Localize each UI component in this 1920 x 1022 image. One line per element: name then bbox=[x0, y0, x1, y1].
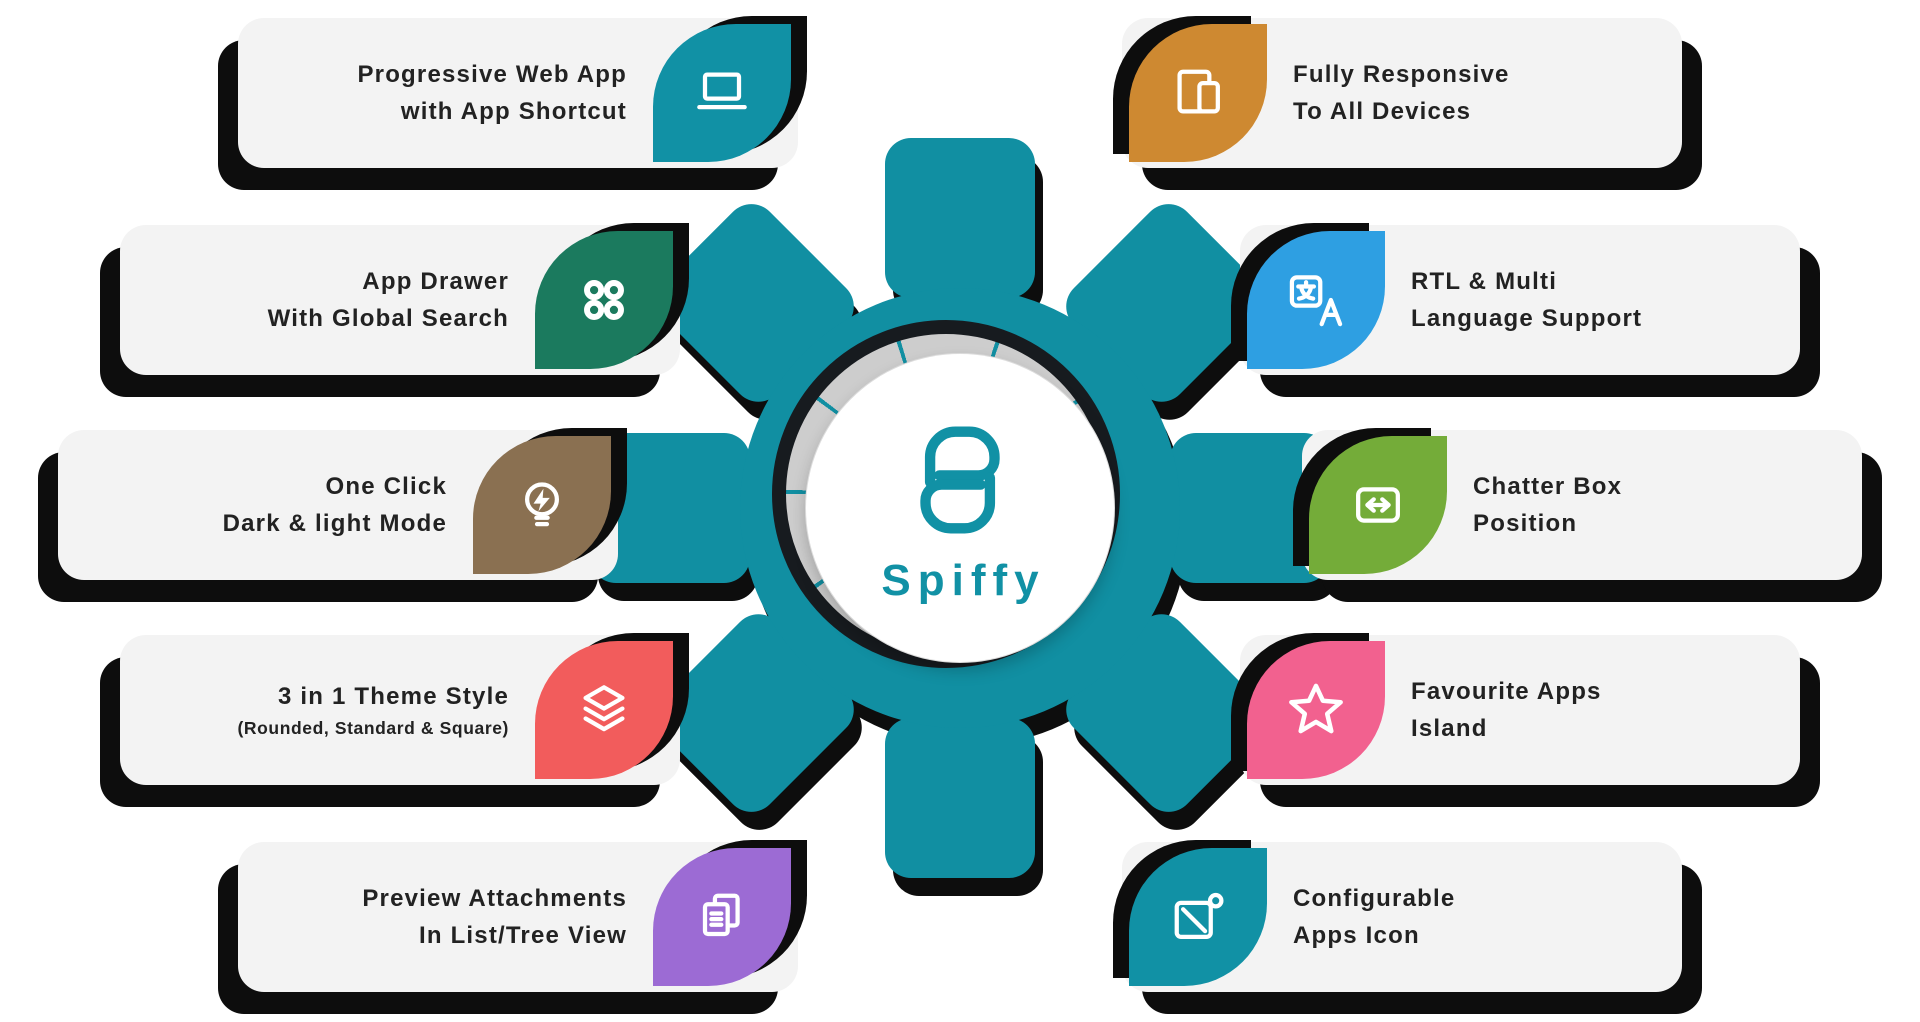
feature-line1: RTL & Multi bbox=[1411, 267, 1558, 295]
feature-card-configurable-apps-icon: Configurable Apps Icon bbox=[1122, 842, 1682, 992]
feature-line2: With Global Search bbox=[267, 305, 509, 332]
chatter-box-icon bbox=[1356, 487, 1400, 523]
leaf-badge bbox=[1129, 24, 1267, 162]
feature-card-app-drawer: App Drawer With Global Search bbox=[120, 225, 680, 375]
hub-center-circle: Spiffy bbox=[806, 354, 1114, 662]
feature-line1: Configurable bbox=[1293, 884, 1456, 912]
feature-line2: (Rounded, Standard & Square) bbox=[237, 718, 509, 739]
feature-line2: Island bbox=[1411, 715, 1488, 742]
feature-card-rtl-language: RTL & Multi Language Support bbox=[1240, 225, 1800, 375]
feature-card-progressive-web-app: Progressive Web App with App Shortcut bbox=[238, 18, 798, 168]
layers-icon bbox=[583, 685, 625, 732]
leaf-badge bbox=[1247, 231, 1385, 369]
hub-cog-tab bbox=[885, 138, 1035, 298]
leaf-badge bbox=[653, 24, 791, 162]
feature-line2: Language Support bbox=[1411, 305, 1643, 332]
translate-icon bbox=[1289, 275, 1343, 327]
leaf-badge bbox=[1129, 848, 1267, 986]
feature-line1: Favourite Apps bbox=[1411, 677, 1602, 705]
feature-line1: Progressive Web App bbox=[357, 60, 627, 88]
feature-text: Configurable Apps Icon bbox=[1267, 880, 1682, 954]
feature-line2: In List/Tree View bbox=[418, 922, 627, 949]
feature-text: Preview Attachments In List/Tree View bbox=[238, 880, 653, 954]
star-icon bbox=[1289, 683, 1343, 734]
feature-line2: Position bbox=[1473, 510, 1578, 537]
leaf-badge bbox=[653, 848, 791, 986]
feature-line2: Apps Icon bbox=[1293, 922, 1420, 949]
feature-line1: Fully Responsive bbox=[1293, 60, 1510, 88]
feature-text: Progressive Web App with App Shortcut bbox=[238, 56, 653, 130]
feature-text: RTL & Multi Language Support bbox=[1385, 263, 1800, 337]
documents-icon bbox=[702, 893, 740, 937]
feature-text: Chatter Box Position bbox=[1447, 468, 1862, 542]
hub-cog-tab bbox=[885, 718, 1035, 878]
feature-text: App Drawer With Global Search bbox=[120, 263, 535, 337]
feature-text: Fully Responsive To All Devices bbox=[1267, 56, 1682, 130]
feature-card-dark-light-mode: One Click Dark & light Mode bbox=[58, 430, 618, 580]
configurable-apps-icon bbox=[1174, 892, 1224, 939]
feature-line2: To All Devices bbox=[1293, 98, 1472, 125]
feature-line1: Chatter Box bbox=[1473, 472, 1623, 500]
feature-line1: App Drawer bbox=[362, 267, 509, 295]
feature-text: One Click Dark & light Mode bbox=[58, 468, 473, 542]
lightbulb-bolt-icon bbox=[525, 482, 559, 527]
leaf-badge bbox=[1309, 436, 1447, 574]
leaf-badge bbox=[535, 231, 673, 369]
feature-text: Favourite Apps Island bbox=[1385, 673, 1800, 747]
feature-card-fully-responsive: Fully Responsive To All Devices bbox=[1122, 18, 1682, 168]
feature-card-theme-style: 3 in 1 Theme Style (Rounded, Standard & … bbox=[120, 635, 680, 785]
spiffy-logo-icon bbox=[886, 411, 1034, 554]
leaf-badge bbox=[473, 436, 611, 574]
feature-line1: 3 in 1 Theme Style bbox=[277, 682, 509, 710]
feature-card-chatter-box: Chatter Box Position bbox=[1302, 430, 1862, 580]
feature-text: 3 in 1 Theme Style (Rounded, Standard & … bbox=[120, 678, 535, 742]
app-drawer-icon bbox=[584, 280, 624, 320]
leaf-badge bbox=[1247, 641, 1385, 779]
feature-card-favourite-apps: Favourite Apps Island bbox=[1240, 635, 1800, 785]
brand-name: Spiffy bbox=[881, 555, 1046, 605]
laptop-icon bbox=[697, 72, 747, 110]
devices-icon bbox=[1177, 69, 1220, 114]
feature-line1: Preview Attachments bbox=[362, 884, 627, 912]
feature-card-preview-attachments: Preview Attachments In List/Tree View bbox=[238, 842, 798, 992]
feature-line2: Dark & light Mode bbox=[222, 510, 447, 537]
feature-line1: One Click bbox=[325, 472, 447, 500]
feature-line2: with App Shortcut bbox=[400, 98, 627, 125]
leaf-badge bbox=[535, 641, 673, 779]
